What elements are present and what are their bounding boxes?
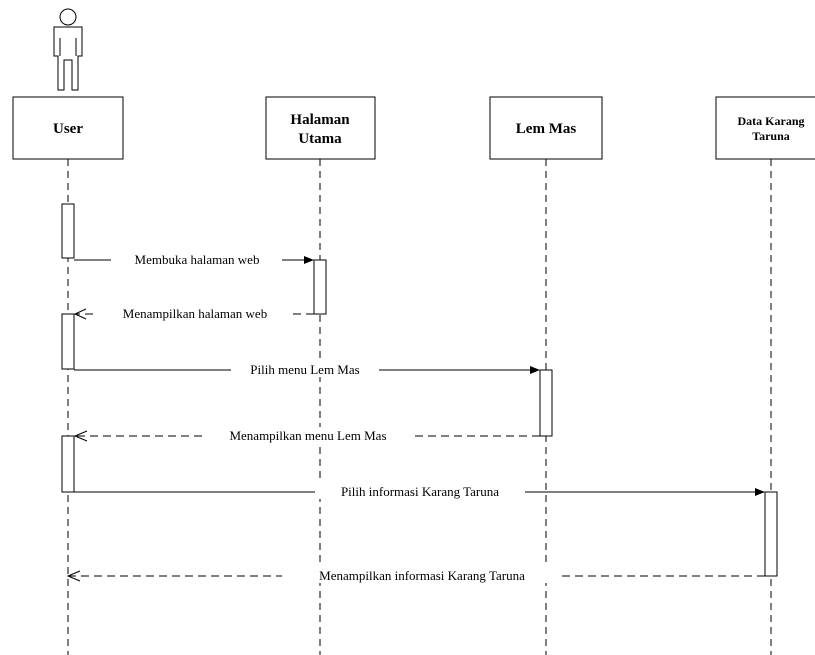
participant-lem-mas-label: Lem Mas	[516, 121, 577, 137]
activation-lem-mas-1	[539, 369, 553, 437]
message-label: Pilih informasi Karang Taruna	[341, 484, 499, 499]
message-menampilkan-halaman-web: Menampilkan halaman web	[73, 305, 314, 321]
message-label: Menampilkan halaman web	[123, 306, 267, 321]
arrowhead-filled-icon	[304, 256, 314, 264]
participant-user: User	[12, 96, 124, 160]
message-label: Pilih menu Lem Mas	[250, 362, 359, 377]
arrowhead-open-icon	[73, 308, 87, 320]
activation-user-1	[61, 203, 75, 259]
participant-data-karang-taruna: Data Karang Taruna	[715, 96, 815, 160]
message-pilih-menu-lem-mas: Pilih menu Lem Mas	[74, 361, 540, 377]
arrowhead-filled-icon	[530, 366, 540, 374]
message-menampilkan-menu-lem-mas: Menampilkan menu Lem Mas	[73, 427, 540, 443]
participant-data-karang-taruna-label-line1: Data Karang	[738, 114, 805, 128]
actor-user-icon	[53, 8, 83, 91]
message-label: Membuka halaman web	[135, 252, 260, 267]
participant-halaman-utama: Halaman Utama	[265, 96, 376, 160]
activation-user-2	[61, 313, 75, 370]
activation-data-karang-taruna-1	[764, 491, 778, 577]
participant-lem-mas: Lem Mas	[489, 96, 603, 160]
participant-halaman-utama-label-line1: Halaman	[290, 112, 350, 128]
message-membuka-halaman-web: Membuka halaman web	[74, 251, 314, 267]
message-pilih-informasi-karang-taruna: Pilih informasi Karang Taruna	[74, 483, 765, 499]
arrowhead-open-icon	[66, 570, 81, 582]
message-label: Menampilkan menu Lem Mas	[229, 428, 386, 443]
participant-user-label: User	[53, 121, 83, 137]
message-label: Menampilkan informasi Karang Taruna	[319, 568, 525, 583]
arrowhead-filled-icon	[755, 488, 765, 496]
participant-halaman-utama-label-line2: Utama	[298, 131, 342, 147]
activation-halaman-utama-1	[313, 259, 327, 315]
message-menampilkan-informasi-karang-taruna: Menampilkan informasi Karang Taruna	[66, 567, 765, 583]
arrowhead-open-icon	[73, 430, 88, 442]
participant-data-karang-taruna-label-line2: Taruna	[752, 129, 790, 143]
activation-user-3	[61, 435, 75, 493]
